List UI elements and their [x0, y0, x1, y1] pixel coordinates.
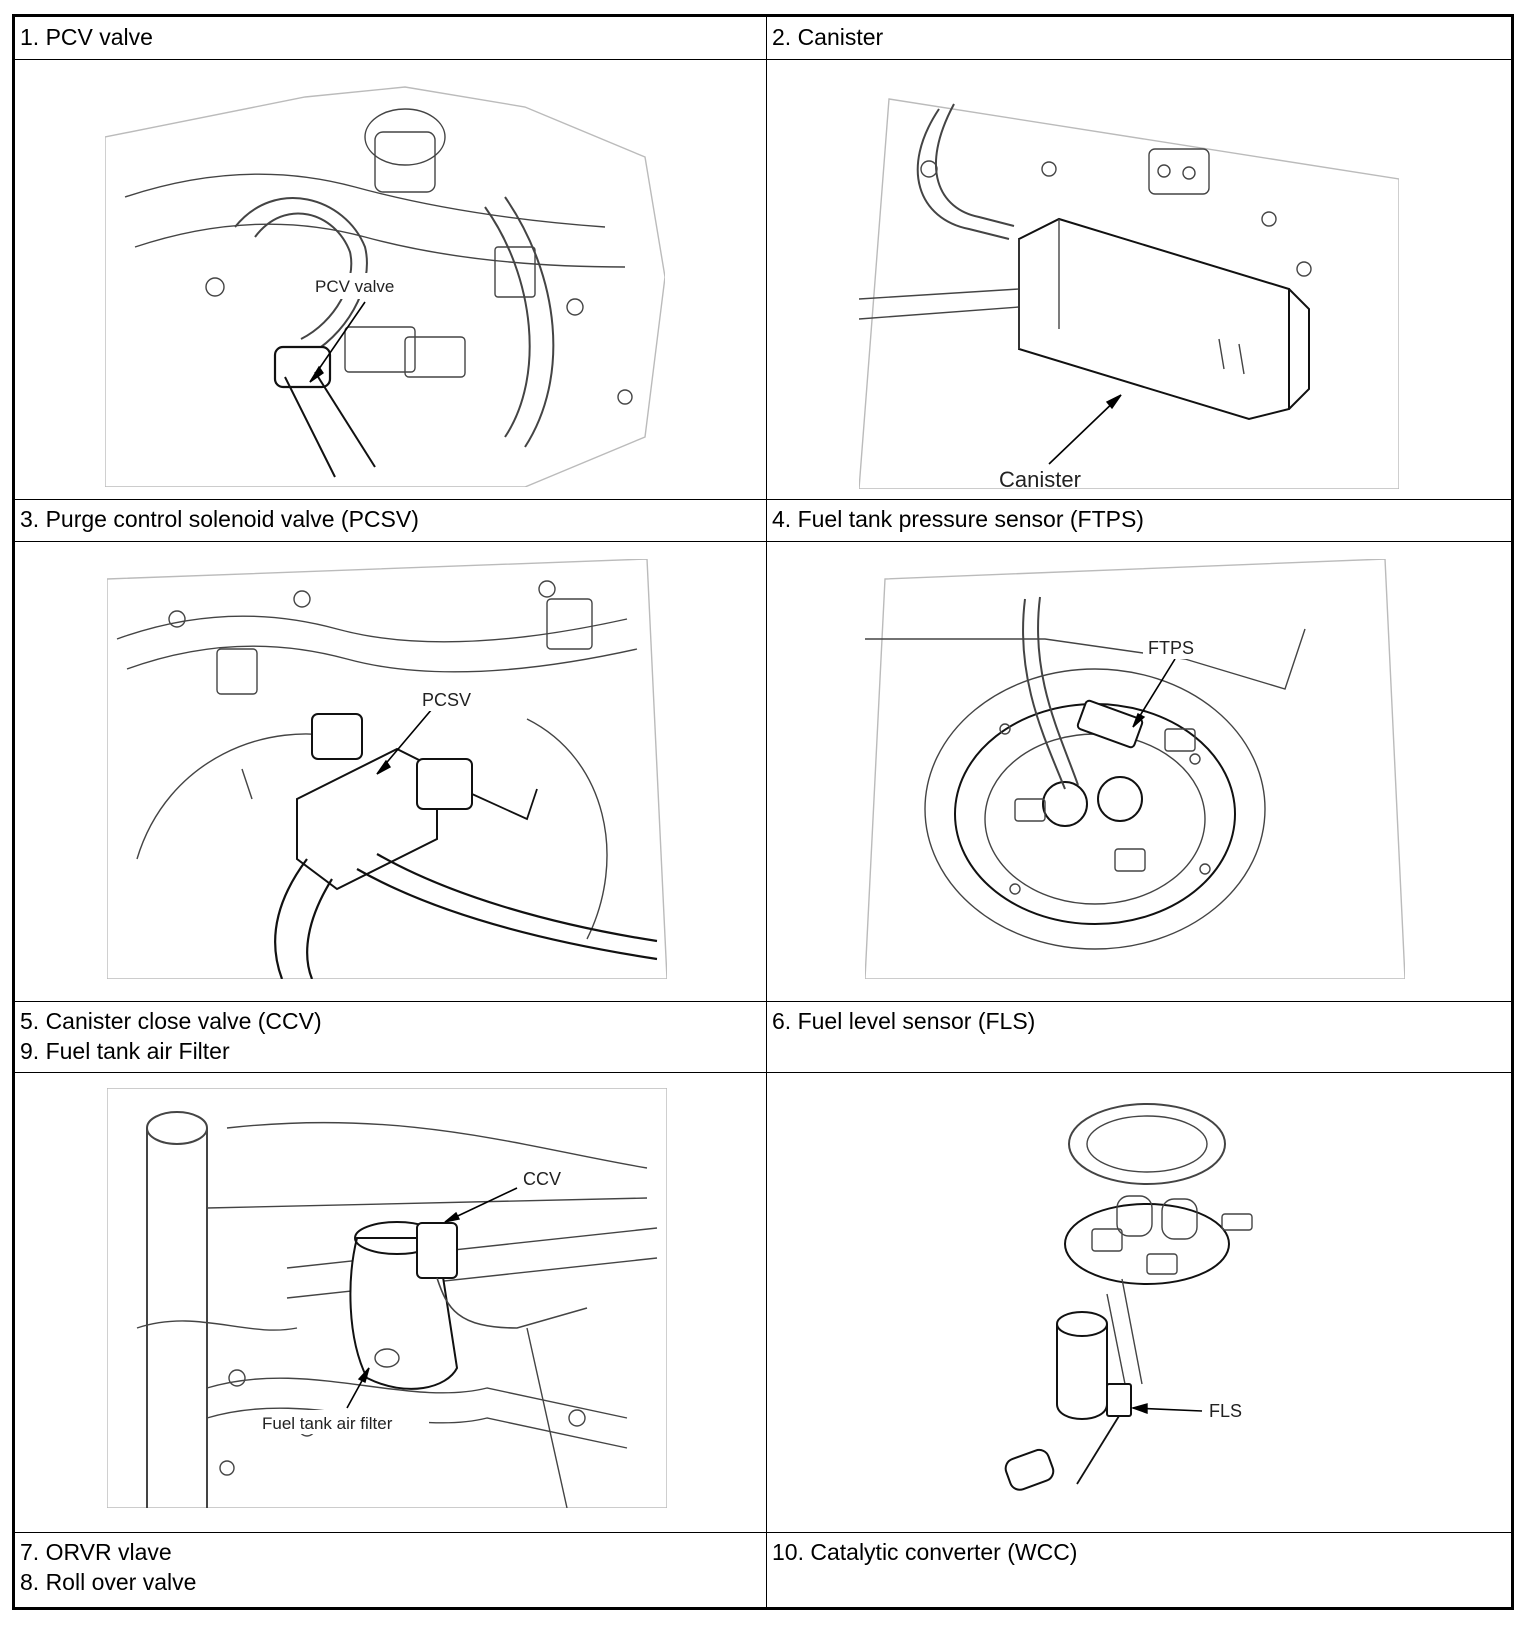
cell-title-line: 2. Canister [772, 24, 884, 50]
cell-canister-title: 2. Canister [767, 17, 1511, 59]
fls-illustration: FLS [1004, 1103, 1253, 1491]
cell-title-line: 7. ORVR vlave [20, 1539, 172, 1565]
ccv-illustration-cell: CCV Fuel tank air filter [15, 1072, 767, 1532]
fuel-tank-air-filter-callout: Fuel tank air filter [262, 1414, 393, 1433]
cell-title-line: 1. PCV valve [20, 24, 153, 50]
cell-fls-title: 6. Fuel level sensor (FLS) [767, 1001, 1511, 1072]
cell-title-line: 10. Catalytic converter (WCC) [772, 1539, 1078, 1565]
cell-title-line: 3. Purge control solenoid valve (PCSV) [20, 506, 419, 532]
cell-orvr-title: 7. ORVR vlave 8. Roll over valve [15, 1532, 767, 1610]
cell-title-line: 6. Fuel level sensor (FLS) [772, 1008, 1036, 1034]
cell-ftps-title: 4. Fuel tank pressure sensor (FTPS) [767, 499, 1511, 541]
fls-illustration-cell: FLS [767, 1072, 1511, 1532]
cell-catalytic-converter-title: 10. Catalytic converter (WCC) [767, 1532, 1511, 1610]
cell-title-line: 8. Roll over valve [20, 1569, 197, 1595]
cell-title-line: 9. Fuel tank air Filter [20, 1038, 230, 1064]
row-1-header: 1. PCV valve 2. Canister [15, 17, 1511, 60]
pcsv-callout: PCSV [422, 690, 471, 710]
row-1-illustrations: PCV valve [15, 59, 1511, 500]
canister-illustration: Canister [859, 98, 1399, 489]
row-4-header: 7. ORVR vlave 8. Roll over valve 10. Cat… [15, 1532, 1511, 1610]
pcv-valve-callout: PCV valve [315, 277, 394, 296]
pcsv-illustration-cell: PCSV [15, 541, 767, 1001]
component-location-table: 1. PCV valve 2. Canister [12, 14, 1514, 1610]
pcv-valve-illustration-cell: PCV valve [15, 59, 767, 499]
ftps-callout: FTPS [1148, 638, 1194, 658]
row-2-illustrations: PCSV [15, 541, 1511, 1002]
canister-illustration-cell: Canister [767, 59, 1511, 499]
pcsv-illustration: PCSV [107, 559, 667, 979]
cell-pcsv-title: 3. Purge control solenoid valve (PCSV) [15, 499, 767, 541]
ccv-illustration: CCV Fuel tank air filter [107, 1088, 667, 1508]
row-2-header: 3. Purge control solenoid valve (PCSV) 4… [15, 499, 1511, 542]
ftps-illustration: FTPS [865, 559, 1405, 979]
row-3-header: 5. Canister close valve (CCV) 9. Fuel ta… [15, 1001, 1511, 1073]
pcv-valve-illustration: PCV valve [105, 86, 665, 487]
cell-ccv-title: 5. Canister close valve (CCV) 9. Fuel ta… [15, 1001, 767, 1072]
cell-pcv-valve-title: 1. PCV valve [15, 17, 767, 59]
cell-title-line: 5. Canister close valve (CCV) [20, 1008, 322, 1034]
fls-callout: FLS [1209, 1401, 1242, 1421]
canister-callout: Canister [999, 467, 1081, 489]
row-3-illustrations: CCV Fuel tank air filter [15, 1072, 1511, 1533]
ccv-callout: CCV [523, 1169, 561, 1189]
cell-title-line: 4. Fuel tank pressure sensor (FTPS) [772, 506, 1144, 532]
ftps-illustration-cell: FTPS [767, 541, 1511, 1001]
